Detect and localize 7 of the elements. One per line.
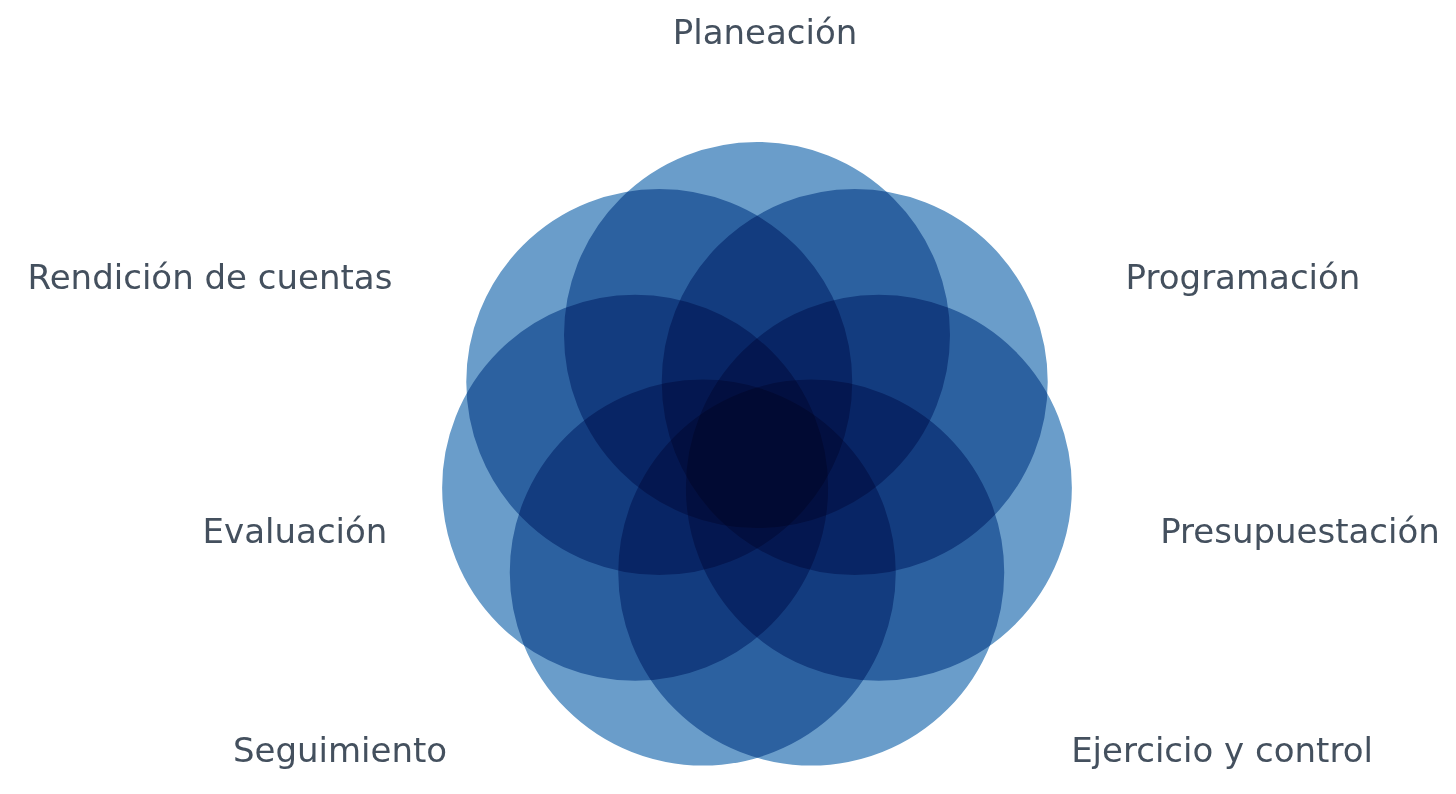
stage-label: Ejercicio y control [1071,730,1373,770]
stage-label: Programación [1125,257,1361,297]
stage-label: Presupuestación [1160,511,1440,551]
stage-label: Evaluación [202,511,388,551]
stage-label: Seguimiento [232,730,448,770]
stage-label: Rendición de cuentas [27,257,393,297]
stage-label: Planeación [672,12,858,52]
